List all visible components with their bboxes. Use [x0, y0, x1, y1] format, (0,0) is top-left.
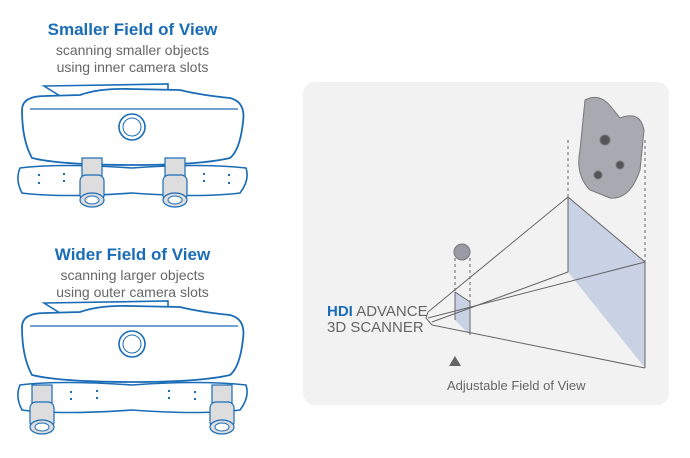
camera-right — [162, 157, 188, 208]
large-object-part — [578, 96, 645, 199]
camera-right — [209, 384, 235, 435]
fov-pyramid — [425, 140, 646, 369]
scanner-model: ADVANCE — [356, 303, 428, 320]
camera-left — [79, 157, 105, 208]
wide-fov-line2: using outer camera slots — [56, 284, 209, 300]
scanner-outer-slots — [17, 300, 249, 435]
scanner-label: HDI ADVANCE 3D SCANNER — [327, 304, 428, 336]
triangle-marker-icon — [449, 356, 461, 366]
small-object-sphere — [453, 243, 471, 261]
camera-left — [29, 384, 55, 435]
fov-label: Adjustable Field of View — [447, 378, 586, 393]
scanner-inner-slots — [17, 83, 249, 208]
small-fov-line1: scanning smaller objects — [55, 42, 210, 58]
wide-fov-title: Wider Field of View — [54, 245, 211, 264]
small-fov-title: Smaller Field of View — [47, 20, 218, 39]
wide-fov-line1: scanning larger objects — [60, 267, 205, 283]
scanner-line2: 3D SCANNER — [327, 319, 424, 336]
scanner-brand: HDI — [327, 303, 353, 320]
small-fov-line2: using inner camera slots — [56, 59, 209, 75]
